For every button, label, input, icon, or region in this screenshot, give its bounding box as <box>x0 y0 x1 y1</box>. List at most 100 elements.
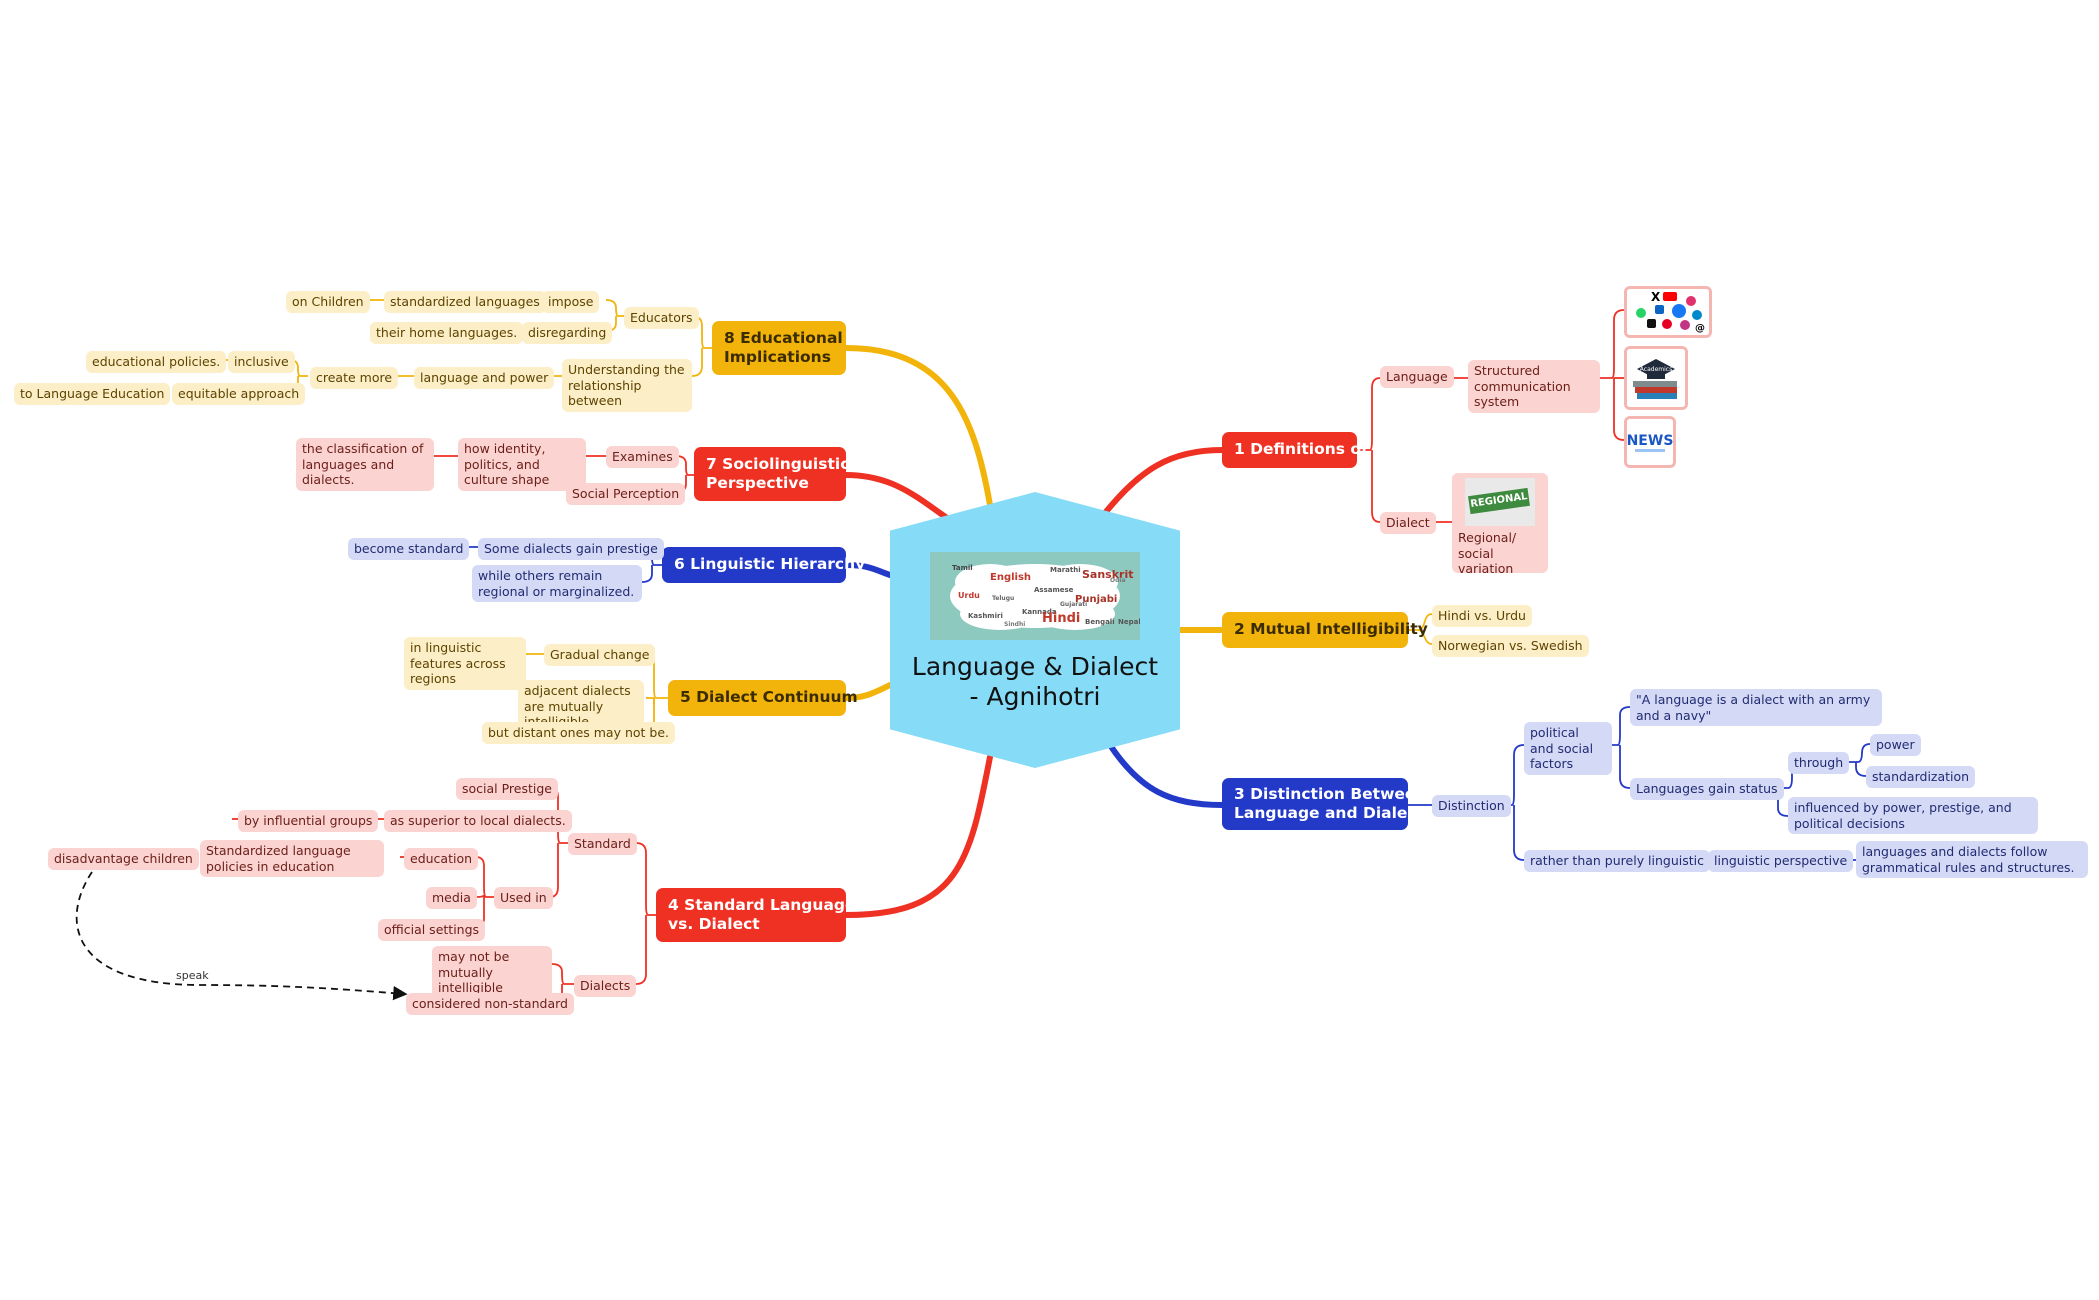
node-understanding-relationship[interactable]: Understanding the relationship between <box>562 359 692 412</box>
node-hindi-urdu[interactable]: Hindi vs. Urdu <box>1432 605 1532 627</box>
node-influenced-by-power[interactable]: influenced by power, prestige, and polit… <box>1788 797 2038 835</box>
edge-label-speak: speak <box>174 969 211 982</box>
connector-branch-7 <box>843 472 953 523</box>
branch-1-definitions[interactable]: 1 Definitions of <box>1222 432 1368 468</box>
node-political-social-factors[interactable]: political and social factors <box>1524 722 1612 775</box>
node-distant-dialects[interactable]: but distant ones may not be. <box>482 722 676 744</box>
word-cloud-word: Hindi <box>1042 611 1080 626</box>
node-classification-label: the classification of languages and dial… <box>302 441 424 488</box>
node-disregarding[interactable]: disregarding <box>522 322 613 344</box>
node-grammatical-rules[interactable]: languages and dialects follow grammatica… <box>1856 841 2088 879</box>
node-home-languages[interactable]: their home languages. <box>370 322 524 344</box>
node-become-standard[interactable]: become standard <box>348 538 470 560</box>
node-social-prestige[interactable]: social Prestige <box>456 778 558 800</box>
node-power[interactable]: power <box>1870 734 1921 756</box>
branch-4-label-line1: 4 Standard Language <box>668 895 856 914</box>
branch-6-label: 6 Linguistic Hierarchy <box>674 555 866 574</box>
node-structured-communication[interactable]: Structured communication system <box>1468 360 1600 413</box>
word-cloud-word: Telugu <box>992 595 1014 602</box>
node-gradual-change[interactable]: Gradual change <box>544 644 656 666</box>
word-cloud-word: Sindhi <box>1004 621 1025 628</box>
node-standard-label: Standard <box>574 836 631 851</box>
node-official-settings-label: official settings <box>384 922 480 937</box>
news-image[interactable]: NEWS <box>1624 416 1676 468</box>
node-distant-dialects-label: but distant ones may not be. <box>488 725 670 740</box>
word-cloud-word: Odia <box>1110 577 1126 584</box>
node-language[interactable]: Language <box>1380 366 1454 388</box>
node-language-and-power[interactable]: language and power <box>414 367 555 389</box>
node-disregarding-label: disregarding <box>528 325 607 340</box>
node-may-not-be-intelligible[interactable]: may not be mutually intelligible <box>432 946 552 999</box>
node-dialects-label: Dialects <box>580 978 631 993</box>
connector-branch-6 <box>843 562 893 578</box>
node-classification[interactable]: the classification of languages and dial… <box>296 438 434 491</box>
academics-caption: Academics <box>1640 366 1672 373</box>
node-become-standard-label: become standard <box>354 541 464 556</box>
node-considered-non-standard[interactable]: considered non-standard <box>406 993 574 1015</box>
node-educators[interactable]: Educators <box>624 307 699 329</box>
node-identity-politics-culture[interactable]: how identity, politics, and culture shap… <box>458 438 586 491</box>
node-education[interactable]: education <box>404 848 479 870</box>
node-create-more[interactable]: create more <box>310 367 399 389</box>
node-as-superior-label: as superior to local dialects. <box>390 813 566 828</box>
node-language-label: Language <box>1386 369 1448 384</box>
node-standardized-languages[interactable]: standardized languages <box>384 291 546 313</box>
node-examines[interactable]: Examines <box>606 446 679 468</box>
node-others-marginalized[interactable]: while others remain regional or marginal… <box>472 565 642 603</box>
node-educational-policies-label: educational policies. <box>92 354 221 369</box>
node-through-label: through <box>1794 755 1844 770</box>
node-through[interactable]: through <box>1788 752 1850 774</box>
node-some-dialects-prestige[interactable]: Some dialects gain prestige <box>478 538 664 560</box>
branch-6-linguistic-hierarchy[interactable]: 6 Linguistic Hierarchy <box>662 547 865 583</box>
branch-2-mutual-intelligibility[interactable]: 2 Mutual Intelligibility <box>1222 612 1428 648</box>
node-standardized-policies[interactable]: Standardized language policies in educat… <box>200 840 384 878</box>
node-educational-policies[interactable]: educational policies. <box>86 351 227 373</box>
node-as-superior[interactable]: as superior to local dialects. <box>384 810 572 832</box>
node-norwegian-swedish[interactable]: Norwegian vs. Swedish <box>1432 635 1589 657</box>
node-on-children-label: on Children <box>292 294 364 309</box>
node-linguistic-features[interactable]: in linguistic features across regions <box>404 637 526 690</box>
node-army-navy-quote[interactable]: "A language is a dialect with an army an… <box>1630 689 1882 727</box>
node-standardization[interactable]: standardization <box>1866 766 1976 788</box>
node-others-marginalized-label: while others remain regional or marginal… <box>478 568 635 599</box>
node-media[interactable]: media <box>426 887 477 909</box>
node-inclusive[interactable]: inclusive <box>228 351 295 373</box>
node-dialect[interactable]: Dialect <box>1380 512 1436 534</box>
node-to-language-education[interactable]: to Language Education <box>14 383 171 405</box>
node-distinction[interactable]: Distinction <box>1432 795 1511 817</box>
graduation-cap-books-icon: Academics <box>1627 349 1685 407</box>
node-disadvantage-children[interactable]: disadvantage children <box>48 848 199 870</box>
node-languages-gain-status[interactable]: Languages gain status <box>1630 778 1784 800</box>
node-social-perception[interactable]: Social Perception <box>566 483 686 505</box>
node-impose[interactable]: impose <box>542 291 600 313</box>
word-cloud-word: Assamese <box>1034 586 1074 594</box>
node-linguistic-perspective[interactable]: linguistic perspective <box>1708 850 1854 872</box>
node-structured-communication-label: Structured communication system <box>1474 363 1571 410</box>
academics-image[interactable]: Academics <box>1624 346 1688 410</box>
node-grammatical-rules-label: languages and dialects follow grammatica… <box>1862 844 2075 875</box>
node-hindi-urdu-label: Hindi vs. Urdu <box>1438 608 1526 623</box>
node-equitable-approach[interactable]: equitable approach <box>172 383 306 405</box>
node-standard[interactable]: Standard <box>568 833 637 855</box>
node-regional-variation[interactable]: REGIONAL Regional/ social variation <box>1452 473 1548 576</box>
node-dialects[interactable]: Dialects <box>574 975 637 997</box>
node-by-influential-groups[interactable]: by influential groups <box>238 810 379 832</box>
social-media-icons-image[interactable]: X @ <box>1624 286 1712 338</box>
node-media-label: media <box>432 890 471 905</box>
node-on-children[interactable]: on Children <box>286 291 370 313</box>
node-dialect-label: Dialect <box>1386 515 1430 530</box>
node-linguistic-perspective-label: linguistic perspective <box>1714 853 1848 868</box>
node-gradual-change-label: Gradual change <box>550 647 650 662</box>
node-used-in[interactable]: Used in <box>494 887 553 909</box>
connector-branch-3 <box>1107 742 1225 808</box>
branch-5-dialect-continuum[interactable]: 5 Dialect Continuum <box>668 680 858 716</box>
node-rather-than-linguistic[interactable]: rather than purely linguistic <box>1524 850 1711 872</box>
node-official-settings[interactable]: official settings <box>378 919 486 941</box>
news-caption: NEWS <box>1627 433 1673 449</box>
